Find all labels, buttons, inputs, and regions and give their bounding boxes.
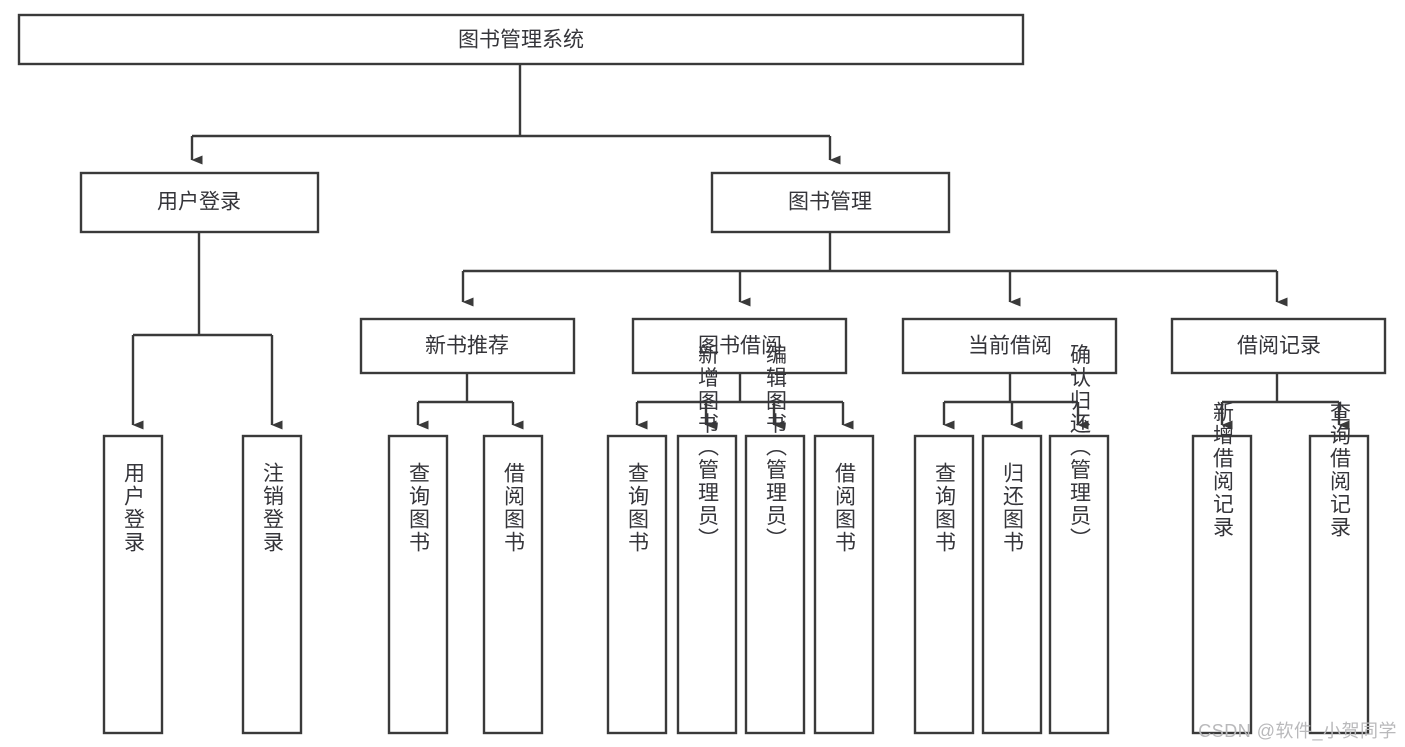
leaf-node[interactable]: 确认归还（管理员） bbox=[1048, 344, 1110, 735]
leaf-label-2: 查询图书 bbox=[407, 462, 431, 554]
leaf-box-9[interactable] bbox=[981, 434, 1043, 735]
leaf-label-7: 借阅图书 bbox=[833, 462, 857, 554]
node-book-management-label: 图书管理 bbox=[788, 191, 872, 214]
leaf-node[interactable]: 借阅图书 bbox=[482, 434, 544, 735]
leaf-label-11: 新增借阅记录 bbox=[1211, 401, 1235, 539]
node-borrow-records-box[interactable] bbox=[1170, 317, 1387, 375]
leaf-box-0[interactable] bbox=[102, 434, 164, 735]
leaf-node[interactable]: 新增图书（管理员） bbox=[676, 344, 738, 735]
leaf-box-12[interactable] bbox=[1308, 434, 1370, 735]
leaf-node[interactable]: 编辑图书（管理员） bbox=[744, 344, 806, 735]
node-root[interactable]: 图书管理系统 bbox=[17, 13, 1025, 66]
node-current-borrow-label: 当前借阅 bbox=[968, 335, 1052, 358]
leaf-label-12: 查询借阅记录 bbox=[1328, 401, 1352, 539]
leaf-box-3[interactable] bbox=[482, 434, 544, 735]
leaf-node[interactable]: 新增借阅记录 bbox=[1191, 401, 1253, 735]
leaf-box-6[interactable] bbox=[744, 434, 806, 735]
leaf-node[interactable]: 查询图书 bbox=[606, 434, 668, 735]
node-current-borrow[interactable]: 当前借阅 bbox=[901, 317, 1118, 375]
leaf-box-11[interactable] bbox=[1191, 434, 1253, 735]
leaf-node[interactable]: 归还图书 bbox=[981, 434, 1043, 735]
node-book-borrow[interactable]: 图书借阅 bbox=[631, 317, 848, 375]
node-new-book-recommend-label: 新书推荐 bbox=[425, 335, 509, 358]
leaf-box-5[interactable] bbox=[676, 434, 738, 735]
node-root-box[interactable] bbox=[17, 13, 1025, 66]
leaf-node[interactable]: 借阅图书 bbox=[813, 434, 875, 735]
leaf-box-7[interactable] bbox=[813, 434, 875, 735]
leaf-node[interactable]: 查询图书 bbox=[913, 434, 975, 735]
node-user-login-label: 用户登录 bbox=[157, 191, 241, 214]
leaf-label-1: 注销登录 bbox=[261, 462, 285, 554]
leaf-box-4[interactable] bbox=[606, 434, 668, 735]
leaf-label-4: 查询图书 bbox=[626, 462, 650, 554]
leaf-label-5: 新增图书（管理员） bbox=[696, 344, 720, 551]
node-book-borrow-box[interactable] bbox=[631, 317, 848, 375]
node-current-borrow-box[interactable] bbox=[901, 317, 1118, 375]
node-borrow-records[interactable]: 借阅记录 bbox=[1170, 317, 1387, 375]
leaf-node[interactable]: 用户登录 bbox=[102, 434, 164, 735]
leaf-box-8[interactable] bbox=[913, 434, 975, 735]
node-book-borrow-label: 图书借阅 bbox=[698, 335, 782, 358]
node-user-login[interactable]: 用户登录 bbox=[79, 171, 320, 234]
node-new-book-recommend-box[interactable] bbox=[359, 317, 576, 375]
leaf-node[interactable]: 查询借阅记录 bbox=[1308, 401, 1370, 735]
leaf-box-2[interactable] bbox=[387, 434, 449, 735]
leaf-box-1[interactable] bbox=[241, 434, 303, 735]
leaf-label-0: 用户登录 bbox=[122, 462, 146, 554]
edges-layer bbox=[131, 64, 1350, 430]
node-user-login-box[interactable] bbox=[79, 171, 320, 234]
node-new-book-recommend[interactable]: 新书推荐 bbox=[359, 317, 576, 375]
leaf-node[interactable]: 查询图书 bbox=[387, 434, 449, 735]
node-book-management[interactable]: 图书管理 bbox=[710, 171, 951, 234]
node-root-label: 图书管理系统 bbox=[458, 29, 584, 52]
leaf-box-10[interactable] bbox=[1048, 434, 1110, 735]
node-borrow-records-label: 借阅记录 bbox=[1237, 335, 1321, 358]
leaf-label-8: 查询图书 bbox=[933, 462, 957, 554]
node-book-management-box[interactable] bbox=[710, 171, 951, 234]
leaf-label-3: 借阅图书 bbox=[502, 462, 526, 554]
leaf-label-6: 编辑图书（管理员） bbox=[764, 344, 788, 551]
leaf-node[interactable]: 注销登录 bbox=[241, 434, 303, 735]
leaf-label-10: 确认归还（管理员） bbox=[1068, 344, 1092, 551]
leaf-label-9: 归还图书 bbox=[1001, 462, 1025, 554]
